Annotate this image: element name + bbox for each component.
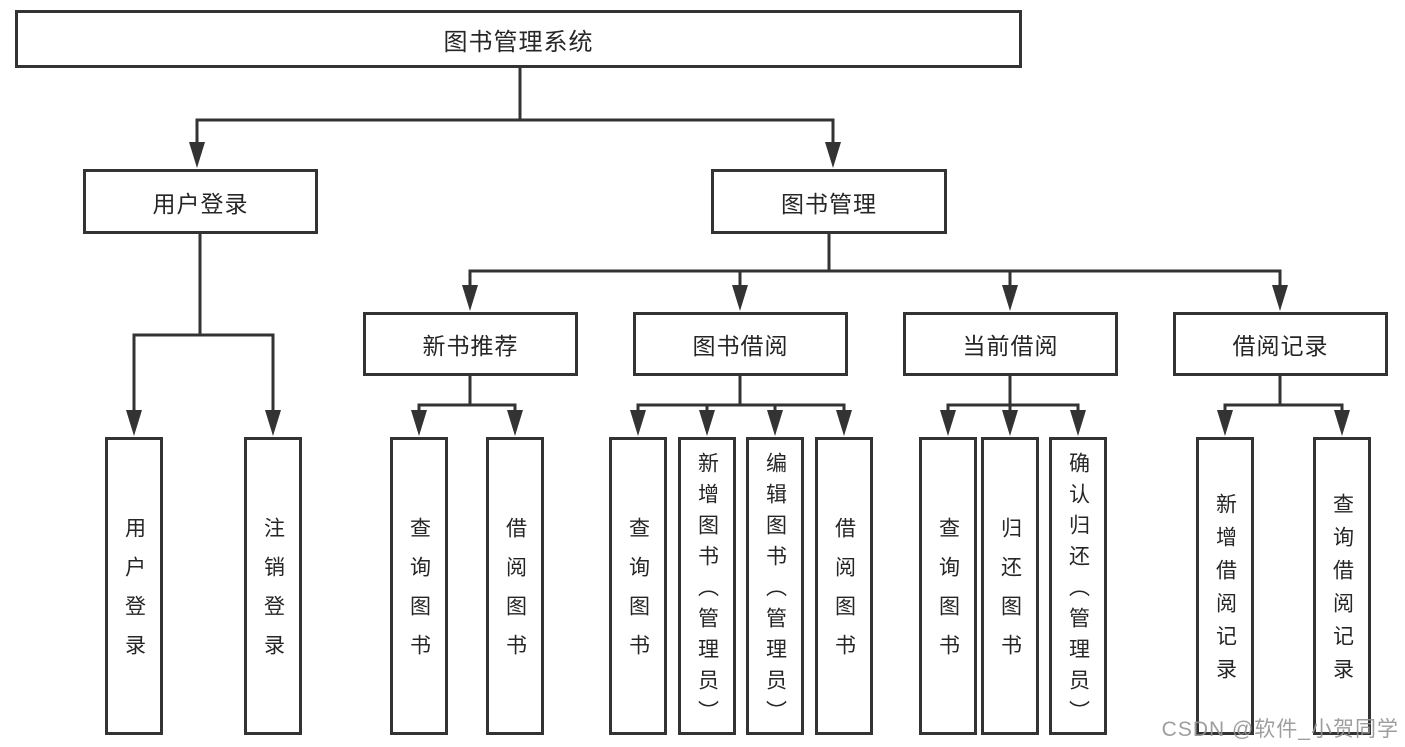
node-label: 新增图书（管理员） (695, 451, 719, 731)
node-label: 借阅图书 (503, 517, 527, 673)
node-book-borrowing: 图书借阅 (633, 312, 848, 376)
leaf-user-login: 用户登录 (105, 437, 163, 735)
node-label: 查询图书 (936, 517, 960, 673)
node-label: 图书管理系统 (443, 28, 594, 56)
leaf-query-books: 查询图书 (609, 437, 667, 735)
node-label: 图书管理 (781, 190, 877, 217)
node-label: 新增借阅记录 (1213, 493, 1237, 691)
node-label: 新书推荐 (422, 333, 519, 359)
leaf-confirm-return-admin: 确认归还（管理员） (1049, 437, 1107, 735)
leaf-query-books: 查询图书 (919, 437, 977, 735)
arrowheads (126, 142, 1350, 436)
node-label: 借阅记录 (1232, 333, 1329, 359)
node-label: 用户登录 (122, 517, 146, 673)
node-book-management: 图书管理 (711, 169, 947, 234)
node-label: 借阅图书 (832, 517, 856, 673)
node-current-borrowing: 当前借阅 (903, 312, 1118, 376)
node-label: 查询图书 (407, 517, 431, 673)
node-borrow-records: 借阅记录 (1173, 312, 1388, 376)
node-label: 查询图书 (626, 517, 650, 673)
watermark: CSDN @软件_小贺同学 (1161, 718, 1399, 741)
node-label: 确认归还（管理员） (1066, 451, 1090, 731)
leaf-query-borrow-record: 查询借阅记录 (1313, 437, 1371, 735)
node-label: 用户登录 (152, 190, 249, 217)
node-new-book-recommend: 新书推荐 (363, 312, 578, 376)
leaf-edit-books-admin: 编辑图书（管理员） (746, 437, 804, 735)
node-label: 当前借阅 (962, 333, 1059, 359)
node-label: 查询借阅记录 (1330, 493, 1354, 691)
node-label: 编辑图书（管理员） (763, 451, 787, 731)
leaf-query-books: 查询图书 (390, 437, 448, 735)
leaf-return-books: 归还图书 (981, 437, 1039, 735)
node-label: 图书借阅 (692, 333, 789, 359)
node-label: 注销登录 (261, 517, 285, 673)
node-user-login: 用户登录 (83, 169, 318, 234)
leaf-logout: 注销登录 (244, 437, 302, 735)
leaf-borrow-books: 借阅图书 (815, 437, 873, 735)
leaf-borrow-books: 借阅图书 (486, 437, 544, 735)
leaf-add-borrow-record: 新增借阅记录 (1196, 437, 1254, 735)
node-label: 归还图书 (998, 517, 1022, 673)
node-root-system: 图书管理系统 (15, 10, 1022, 68)
leaf-add-books-admin: 新增图书（管理员） (678, 437, 736, 735)
